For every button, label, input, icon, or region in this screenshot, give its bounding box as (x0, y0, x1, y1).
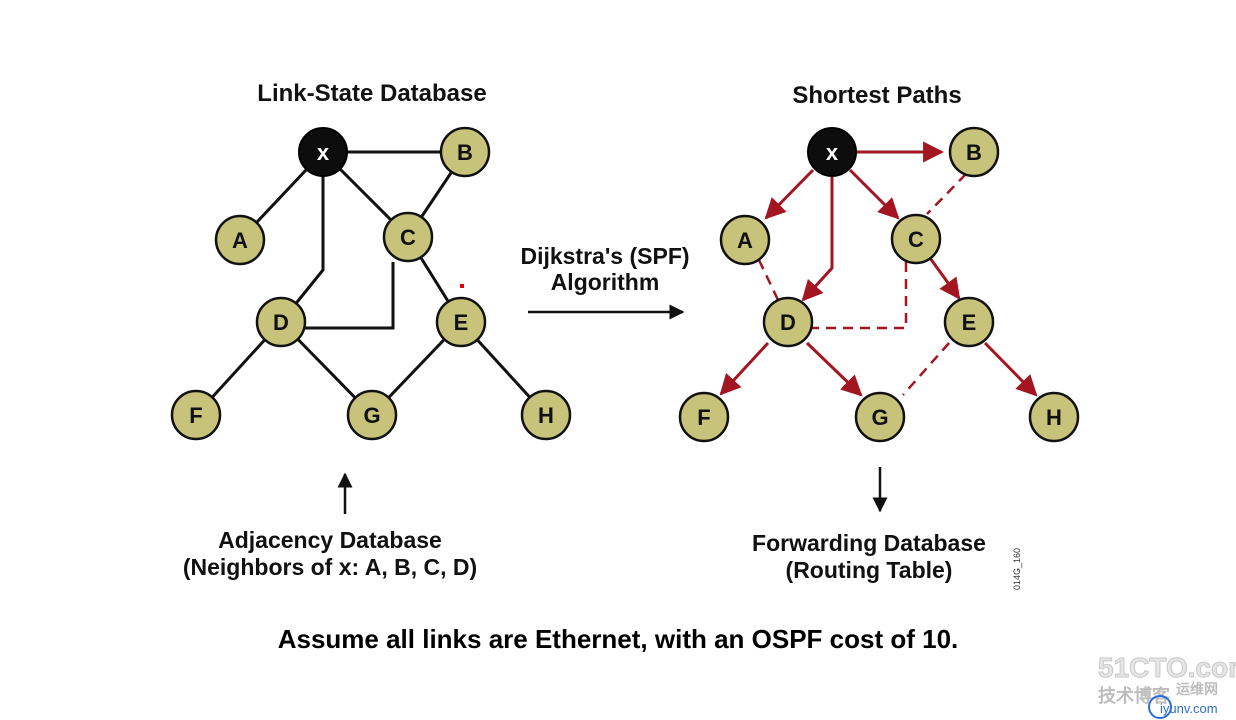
node-b-spf: B (948, 126, 1000, 178)
svg-text:F: F (697, 405, 710, 430)
path-d-g (805, 341, 863, 397)
algorithm-label-line1: Dijkstra's (SPF) (520, 243, 689, 269)
routing-table-label: (Routing Table) (786, 557, 953, 583)
node-e: E (435, 296, 487, 348)
shortest-path-tree (719, 141, 1038, 397)
path-c-e (928, 257, 961, 300)
node-g: G (346, 389, 398, 441)
link-state-nodes: x A B C D E F G H (170, 126, 572, 441)
svg-text:D: D (273, 310, 289, 335)
link-state-database-title: Link-State Database (257, 80, 486, 107)
shortest-path-nodes: x A B C D E F G H (678, 126, 1080, 443)
footer-note: Assume all links are Ethernet, with an O… (278, 624, 959, 654)
figure-code: 014G_160 (1012, 548, 1022, 590)
svg-text:D: D (780, 310, 796, 335)
node-b: B (439, 126, 491, 178)
svg-text:x: x (826, 140, 839, 165)
unused-edge-b-c (926, 173, 967, 215)
svg-text:G: G (871, 405, 888, 430)
svg-text:C: C (400, 225, 416, 250)
neighbors-label: (Neighbors of x: A, B, C, D) (183, 554, 477, 580)
node-a: A (214, 214, 266, 266)
node-e-spf: E (943, 296, 995, 348)
node-a-spf: A (719, 214, 771, 266)
node-x: x (298, 127, 348, 177)
svg-text:E: E (454, 310, 469, 335)
svg-text:H: H (1046, 405, 1062, 430)
forwarding-database-label: Forwarding Database (752, 530, 986, 556)
node-c-spf: C (890, 213, 942, 265)
node-h-spf: H (1028, 391, 1080, 443)
svg-text:G: G (363, 403, 380, 428)
edge-c-d (281, 262, 395, 330)
svg-text:B: B (457, 140, 473, 165)
path-e-h (983, 341, 1038, 397)
svg-text:E: E (962, 310, 977, 335)
watermark-logo-icon (1148, 695, 1172, 719)
adjacency-database-label: Adjacency Database (218, 527, 442, 553)
node-g-spf: G (854, 391, 906, 443)
node-d-spf: D (762, 296, 814, 348)
watermark-url: iyunv.com (1160, 701, 1218, 716)
path-d-f (719, 341, 770, 396)
node-c: C (382, 211, 434, 263)
watermark-tag: 运维网 (1176, 681, 1218, 697)
watermark: 51CTO.com 技术博客 运维网 iyunv.com (1098, 652, 1236, 719)
node-d: D (255, 296, 307, 348)
svg-text:H: H (538, 403, 554, 428)
svg-text:B: B (966, 140, 982, 165)
unused-edge-c-d (812, 262, 908, 330)
unused-edge-a-d (757, 259, 780, 301)
stray-red-dot (460, 284, 464, 288)
node-f-spf: F (678, 391, 730, 443)
shortest-path-graph: x A B C D E F G H (678, 126, 1080, 443)
edge-x-d (279, 152, 325, 323)
svg-text:A: A (737, 228, 753, 253)
shortest-paths-title: Shortest Paths (792, 82, 961, 109)
watermark-site: 51CTO.com (1098, 652, 1236, 683)
path-x-a (764, 168, 815, 220)
node-h: H (520, 389, 572, 441)
watermark-sub: 技术博客 (1098, 685, 1171, 706)
svg-text:x: x (317, 140, 330, 165)
link-state-graph: x A B C D E F G H (170, 126, 572, 441)
path-x-d (801, 177, 834, 302)
algorithm-label-line2: Algorithm (551, 269, 660, 295)
unused-edge-e-g (902, 342, 950, 396)
svg-text:A: A (232, 228, 248, 253)
svg-text:C: C (908, 227, 924, 252)
path-x-c (848, 168, 900, 220)
svg-text:F: F (189, 403, 202, 428)
node-f: F (170, 389, 222, 441)
link-state-edges (194, 150, 548, 417)
unused-links (757, 173, 967, 396)
node-x-spf: x (807, 127, 857, 177)
